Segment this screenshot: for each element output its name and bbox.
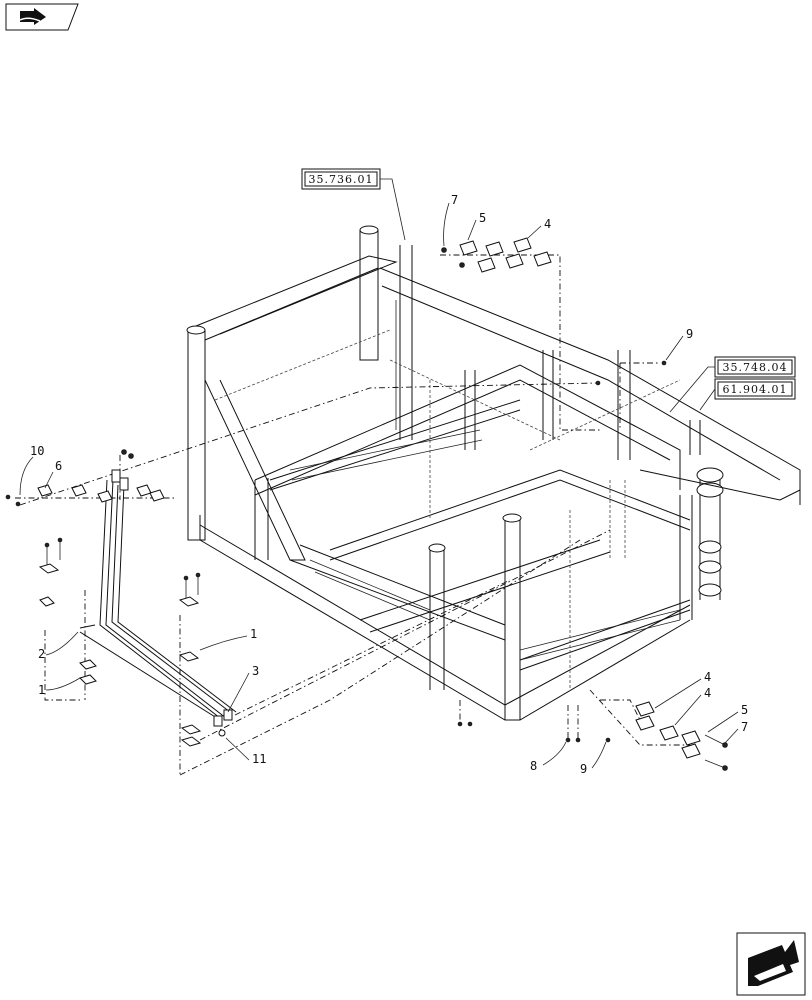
callout-label: 4 (704, 670, 711, 684)
callout-label: 6 (55, 459, 62, 473)
reference-label: 61.904.01 (723, 383, 788, 396)
callout-label: 4 (704, 686, 711, 700)
callout-label: 7 (741, 720, 748, 734)
callout-label: 7 (451, 193, 458, 207)
reference-box-3[interactable]: 61.904.01 (699, 378, 796, 411)
next-page-arrow-icon[interactable] (736, 932, 806, 996)
explosion-lines (15, 254, 690, 776)
reference-box-1[interactable]: 35.736.01 (301, 168, 406, 241)
clamps-top (441, 237, 667, 386)
hydraulic-tube-assembly (79, 449, 237, 737)
callout-label: 9 (686, 327, 693, 341)
callout-label: 11 (252, 752, 266, 766)
callout-label: 5 (479, 211, 486, 225)
frame-assembly (186, 225, 801, 721)
callout-label: 2 (38, 647, 45, 661)
callout-label: 5 (741, 703, 748, 717)
callout-label: 8 (530, 759, 537, 773)
callout-label: 10 (30, 444, 44, 458)
callouts: 1 1 2 3 4 4 4 5 5 6 7 7 8 9 9 10 11 (19, 193, 748, 776)
reference-label: 35.748.04 (723, 361, 788, 374)
reference-label: 35.736.01 (309, 173, 374, 186)
reference-box-2[interactable]: 35.748.04 (669, 356, 796, 413)
clamps-left (5, 484, 202, 747)
callout-label: 1 (250, 627, 257, 641)
book-arrow-icon[interactable] (5, 3, 79, 31)
callout-label: 1 (38, 683, 45, 697)
clamps-bottom (457, 701, 728, 771)
callout-label: 3 (252, 664, 259, 678)
callout-label: 4 (544, 217, 551, 231)
callout-label: 9 (580, 762, 587, 776)
